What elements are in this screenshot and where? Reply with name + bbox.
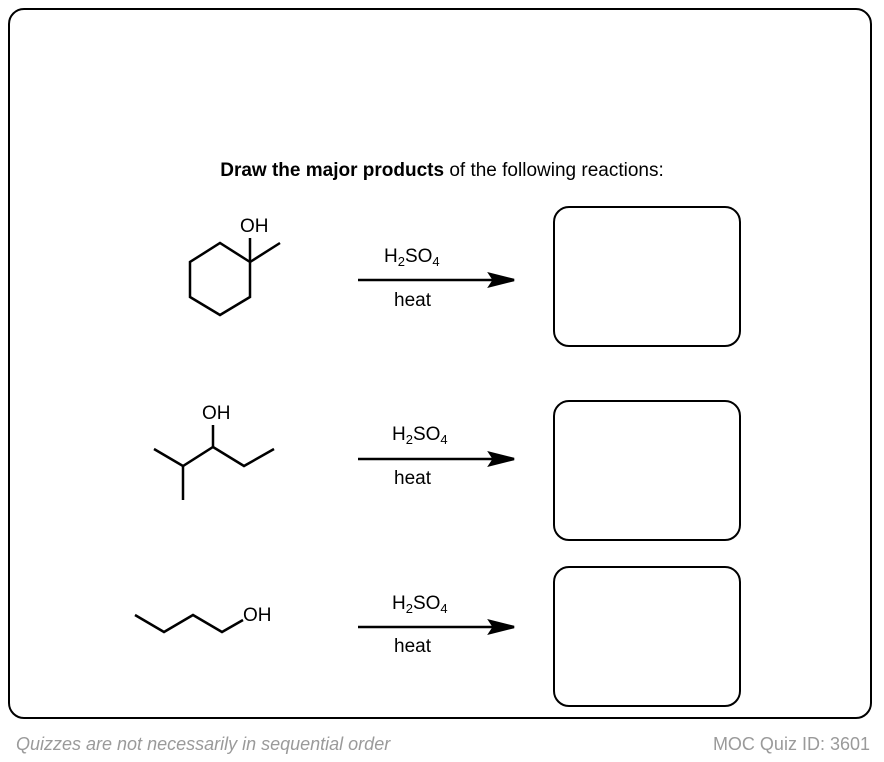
condition-1: heat [394, 290, 431, 311]
oh-label-3: OH [243, 605, 272, 626]
condition-3: heat [394, 636, 431, 657]
quiz-frame [8, 8, 872, 719]
quiz-id: MOC Quiz ID: 3601 [712, 734, 870, 754]
molecule-2-methyl-3-pentanol [153, 425, 275, 500]
prompt-rest: of the following reactions: [444, 160, 664, 181]
condition-2: heat [394, 468, 431, 489]
prompt: Draw the major products of the following… [0, 160, 884, 182]
reaction-arrows [358, 272, 515, 635]
answer-box-1[interactable] [553, 206, 741, 347]
oh-label-1: OH [240, 216, 269, 237]
molecule-1-methylcyclohexanol [188, 238, 281, 317]
reagent-1: H2SO4 [384, 246, 440, 269]
oh-label-2: OH [202, 403, 231, 424]
prompt-bold: Draw the major products [220, 160, 445, 181]
answer-box-2[interactable] [553, 400, 741, 541]
molecule-1-butanol [134, 613, 244, 634]
reagent-2: H2SO4 [392, 424, 448, 447]
footer-note: Quizzes are not necessarily in sequentia… [16, 734, 391, 754]
reagent-3: H2SO4 [392, 593, 448, 616]
answer-box-3[interactable] [553, 566, 741, 707]
